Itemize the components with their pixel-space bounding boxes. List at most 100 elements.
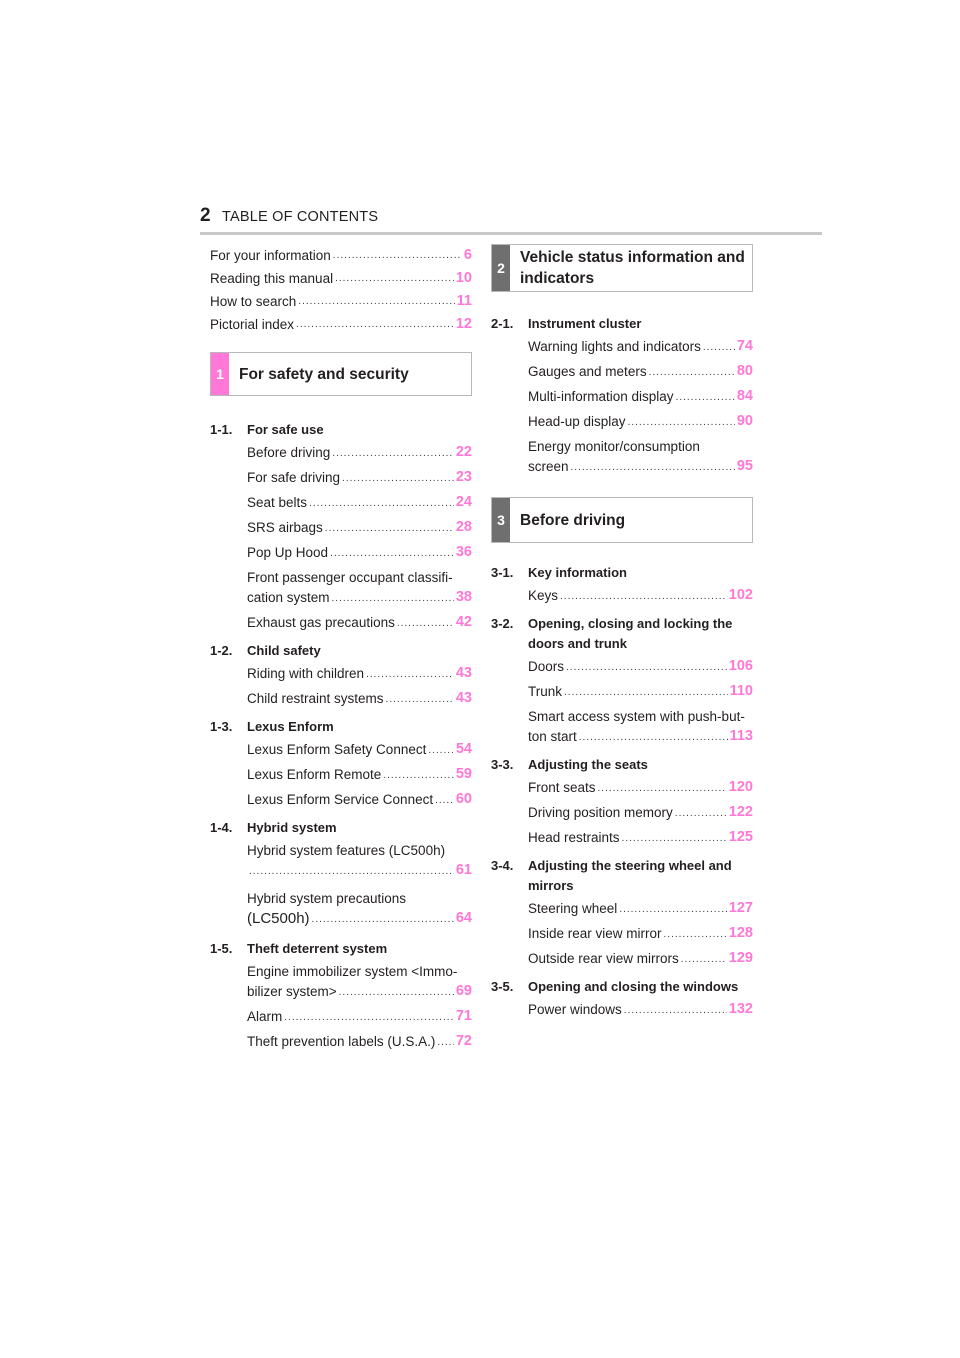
toc-entry-page[interactable]: 72 (455, 1033, 472, 1049)
section-label: Hybrid system (247, 820, 337, 835)
toc-entry[interactable]: Doors106 (491, 654, 753, 679)
toc-entry[interactable]: Outside rear view mirrors 129 (491, 946, 753, 971)
toc-entry-page[interactable]: 10 (455, 270, 472, 286)
toc-entry[interactable]: Keys102 (491, 583, 753, 608)
toc-entry[interactable]: screen95 (491, 457, 753, 479)
toc-entry-page[interactable]: 90 (736, 413, 753, 429)
toc-entry[interactable]: Steering wheel127 (491, 896, 753, 921)
toc-entry[interactable]: For your information6 (210, 244, 472, 267)
toc-entry[interactable]: Lexus Enform Service Connect60 (210, 787, 472, 812)
toc-entry[interactable]: Multi-information display84 (491, 384, 753, 409)
toc-entry-page[interactable]: 36 (455, 544, 472, 560)
toc-entry-page[interactable]: 71 (455, 1008, 472, 1024)
toc-entry[interactable]: Pictorial index12 (210, 313, 472, 336)
toc-entry-page[interactable]: 28 (455, 519, 472, 535)
toc-entry-page[interactable]: 129 (728, 950, 753, 966)
leader-dots (342, 467, 454, 490)
leader-dots (298, 290, 454, 313)
toc-entry-page[interactable]: 132 (728, 1001, 753, 1017)
toc-entry-page[interactable]: 23 (455, 469, 472, 485)
toc-entry-page[interactable]: 106 (728, 658, 753, 674)
leader-dots (676, 386, 735, 409)
leader-dots (564, 681, 728, 704)
toc-entry-wrapped-line[interactable]: Hybrid system precautions (247, 891, 407, 906)
toc-entry[interactable]: bilizer system>69 (210, 982, 472, 1004)
toc-entry[interactable]: Inside rear view mirror 128 (491, 921, 753, 946)
toc-entry-wrapped-line[interactable]: Smart access system with push-but- (528, 709, 745, 724)
toc-entry-page[interactable]: 6 (463, 247, 472, 263)
leader-dots (435, 789, 454, 812)
chapter-3-box[interactable]: 3 Before driving (491, 497, 753, 543)
toc-entry-page[interactable]: 54 (455, 741, 472, 757)
toc-entry[interactable]: Exhaust gas precautions 42 (210, 610, 472, 635)
toc-entry-page[interactable]: 125 (728, 829, 753, 845)
toc-entry[interactable]: 61 (210, 861, 472, 883)
toc-entry[interactable]: Seat belts 24 (210, 490, 472, 515)
toc-entry-page[interactable]: 127 (728, 900, 753, 916)
toc-entry-wrapped-line[interactable]: Hybrid system features (LC500h) (247, 843, 446, 858)
toc-entry-page[interactable]: 43 (455, 665, 472, 681)
toc-entry-page[interactable]: 74 (736, 338, 753, 354)
toc-entry[interactable]: Lexus Enform Remote59 (210, 762, 472, 787)
toc-entry-page[interactable]: 122 (728, 804, 753, 820)
toc-entry-wrapped-line[interactable]: Front passenger occupant classifi- (247, 570, 453, 585)
toc-entry-title: Outside rear view mirrors (528, 951, 679, 966)
toc-entry-page[interactable]: 38 (455, 589, 472, 605)
toc-entry[interactable]: Trunk110 (491, 679, 753, 704)
toc-entry[interactable]: How to search11 (210, 290, 472, 313)
toc-entry-page[interactable]: 80 (736, 363, 753, 379)
toc-entry-title: Riding with children (247, 666, 365, 681)
toc-entry-page[interactable]: 110 (729, 683, 753, 699)
toc-entry[interactable]: Riding with children 43 (210, 661, 472, 686)
toc-entry[interactable]: Front seats120 (491, 775, 753, 800)
toc-entry-page[interactable]: 64 (455, 910, 472, 926)
toc-entry-title: Before driving (247, 445, 331, 460)
toc-entry-page[interactable]: 95 (736, 458, 753, 474)
leader-dots (339, 981, 454, 1004)
toc-entry-title: Seat belts (247, 495, 308, 510)
toc-entry-page[interactable]: 22 (455, 444, 472, 460)
toc-entry-title: Exhaust gas precautions (247, 615, 395, 630)
toc-entry[interactable]: cation system38 (210, 588, 472, 610)
toc-entry[interactable]: Alarm71 (210, 1004, 472, 1029)
toc-entry-page[interactable]: 84 (736, 388, 753, 404)
toc-entry[interactable]: Warning lights and indicators74 (491, 334, 753, 359)
toc-entry-page[interactable]: 12 (455, 316, 472, 332)
chapter-1-box[interactable]: 1 For safety and security (210, 352, 472, 396)
toc-entry[interactable]: Gauges and meters80 (491, 359, 753, 384)
toc-entry-page[interactable]: 120 (728, 779, 753, 795)
toc-entry[interactable]: (LC500h)64 (210, 909, 472, 931)
section-number: 2-1. (491, 316, 514, 331)
toc-entry[interactable]: Child restraint systems43 (210, 686, 472, 711)
toc-entry-page[interactable]: 102 (728, 587, 753, 603)
chapter-number: 3 (492, 498, 510, 542)
toc-entry-page[interactable]: 60 (455, 791, 472, 807)
toc-entry[interactable]: Pop Up Hood36 (210, 540, 472, 565)
toc-entry[interactable]: ton start113 (491, 727, 753, 749)
toc-entry-page[interactable]: 42 (455, 614, 472, 630)
toc-entry-page[interactable]: 61 (455, 862, 472, 878)
chapter-title: Vehicle status information and indicator… (510, 245, 745, 291)
toc-entry-title: Inside rear view mirror (528, 926, 662, 941)
toc-entry[interactable]: Lexus Enform Safety Connect54 (210, 737, 472, 762)
toc-entry[interactable]: Before driving 22 (210, 440, 472, 465)
toc-entry[interactable]: Reading this manual10 (210, 267, 472, 290)
toc-entry[interactable]: Head-up display90 (491, 409, 753, 434)
toc-entry-page[interactable]: 59 (455, 766, 472, 782)
toc-entry-page[interactable]: 43 (455, 690, 472, 706)
toc-entry-page[interactable]: 11 (456, 293, 472, 309)
toc-entry-page[interactable]: 24 (455, 494, 472, 510)
toc-entry-wrapped-line[interactable]: Engine immobilizer system <Immo- (247, 964, 458, 979)
chapter-2-box[interactable]: 2 Vehicle status information and indicat… (491, 244, 753, 292)
toc-entry[interactable]: SRS airbags28 (210, 515, 472, 540)
leader-dots (312, 908, 454, 931)
toc-entry-page[interactable]: 128 (728, 925, 753, 941)
toc-entry-page[interactable]: 69 (455, 983, 472, 999)
toc-entry-page[interactable]: 113 (729, 728, 753, 744)
toc-entry[interactable]: Theft prevention labels (U.S.A.)72 (210, 1029, 472, 1054)
toc-entry[interactable]: Head restraints125 (491, 825, 753, 850)
toc-entry[interactable]: Power windows132 (491, 997, 753, 1022)
toc-entry-wrapped-line[interactable]: Energy monitor/consumption (528, 439, 700, 454)
toc-entry[interactable]: Driving position memory122 (491, 800, 753, 825)
toc-entry[interactable]: For safe driving23 (210, 465, 472, 490)
